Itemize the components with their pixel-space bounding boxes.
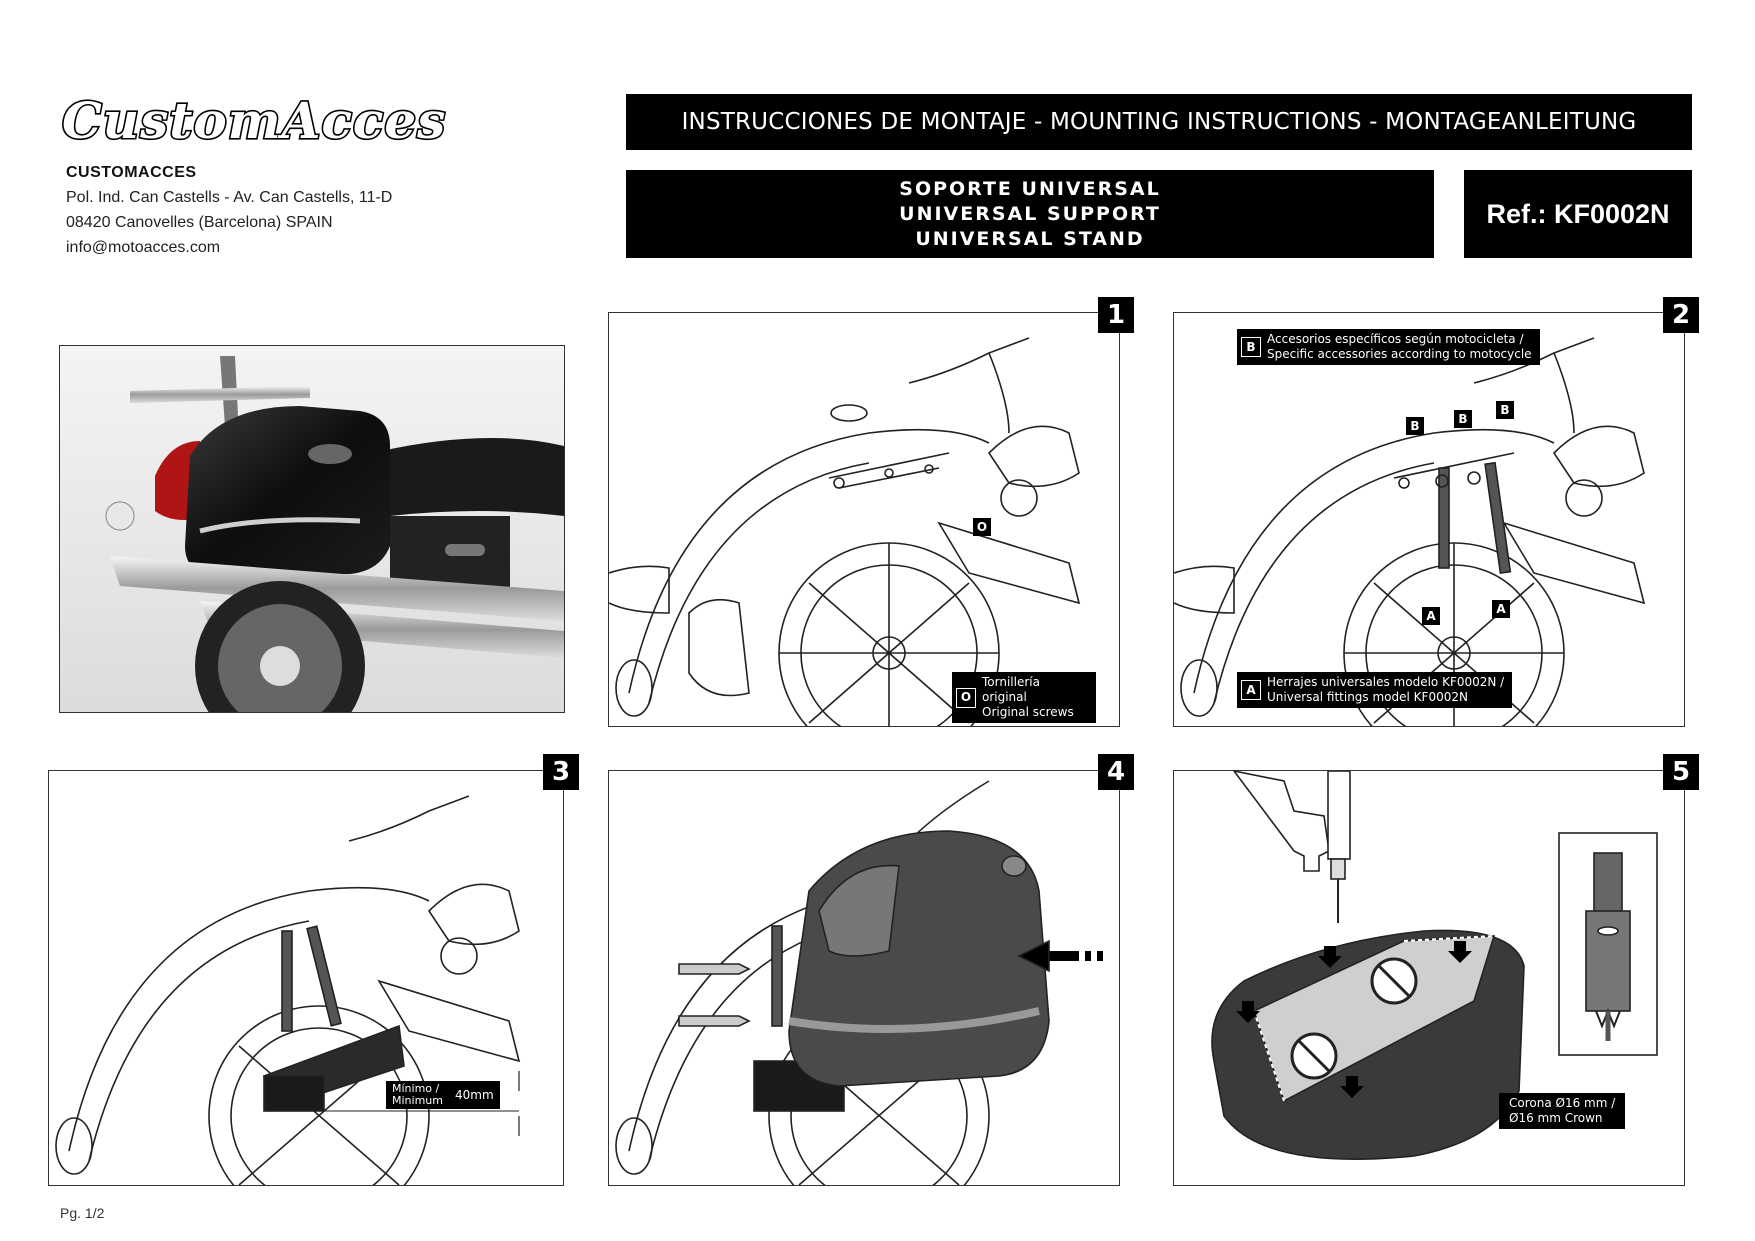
legend-original-screws-es: Tornillería original (982, 675, 1040, 704)
svg-text:CustomAcces: CustomAcces (62, 92, 446, 150)
step-4-number: 4 (1098, 754, 1134, 790)
legend-universal-fittings-es: Herrajes universales modelo KF0002N / (1267, 675, 1505, 689)
minimum-value: 40mm (454, 1088, 494, 1102)
legend-specific-accessories-es: Accesorios específicos según motocicleta… (1267, 332, 1524, 346)
step-1-panel: O O Tornillería original Original screws (608, 312, 1120, 727)
step-2-marker-b-2: B (1454, 410, 1472, 428)
product-name-es: SOPORTE UNIVERSAL (899, 177, 1161, 200)
step-3-illustration (55, 795, 521, 1185)
step-2-number: 2 (1663, 297, 1699, 333)
legend-key-a: A (1241, 680, 1261, 700)
company-info: CUSTOMACCES Pol. Ind. Can Castells - Av.… (66, 160, 392, 260)
step-2-legend-bottom: A Herrajes universales modelo KF0002N / … (1237, 672, 1513, 708)
legend-specific-accessories-en: Specific accessories according to motocy… (1267, 347, 1532, 361)
step-5-crown-label: Corona Ø16 mm / Ø16 mm Crown (1499, 1093, 1626, 1129)
company-name: CUSTOMACCES (66, 164, 197, 181)
step-1-marker-o: O (973, 518, 991, 536)
step-2-marker-b-3: B (1496, 401, 1514, 419)
legend-key-b: B (1241, 337, 1261, 357)
step-2-marker-a-1: A (1422, 607, 1440, 625)
product-name-en: UNIVERSAL SUPPORT (899, 202, 1161, 225)
step-2-panel: B Accesorios específicos según motocicle… (1173, 312, 1685, 727)
crown-label-es: Corona Ø16 mm / (1509, 1096, 1616, 1110)
step-3-number: 3 (543, 754, 579, 790)
step-1-legend: O Tornillería original Original screws (952, 672, 1096, 723)
legend-universal-fittings-en: Universal fittings model KF0002N (1267, 690, 1468, 704)
legend-key-o: O (956, 687, 976, 708)
crown-label-en: Ø16 mm Crown (1509, 1111, 1603, 1125)
company-address-2: 08420 Canovelles (Barcelona) SPAIN (66, 214, 333, 231)
step-5-illustration (1211, 771, 1658, 1160)
product-photo (59, 345, 565, 713)
step-5-panel: Corona Ø16 mm / Ø16 mm Crown (1173, 770, 1685, 1186)
step-4-panel (608, 770, 1120, 1186)
step-3-minimum-label: Mínimo / Minimum 40mm (386, 1081, 500, 1109)
legend-original-screws-en: Original screws (982, 705, 1074, 719)
step-3-panel: Mínimo / Minimum 40mm (48, 770, 564, 1186)
step-2-marker-b-1: B (1406, 417, 1424, 435)
step-2-illustration (1174, 337, 1646, 726)
customacces-logo: CustomAcces CustomAcces (60, 92, 446, 150)
step-4-illustration (615, 780, 1103, 1185)
svg-text:CustomAcces: CustomAcces (62, 92, 446, 150)
product-name-alt: UNIVERSAL STAND (915, 227, 1145, 250)
step-1-illustration (609, 337, 1081, 726)
motorcycle-photo-illustration (60, 346, 564, 712)
minimum-label-es: Mínimo / (392, 1082, 440, 1095)
step-2-legend-top: B Accesorios específicos según motocicle… (1237, 329, 1540, 365)
step-2-marker-a-2: A (1492, 600, 1510, 618)
product-reference: Ref.: KF0002N (1464, 170, 1692, 258)
minimum-label-en: Minimum (392, 1094, 443, 1107)
product-name: SOPORTE UNIVERSAL UNIVERSAL SUPPORT UNIV… (626, 170, 1434, 258)
page-number: Pg. 1/2 (60, 1205, 105, 1221)
company-address-1: Pol. Ind. Can Castells - Av. Can Castell… (66, 189, 393, 206)
step-1-number: 1 (1098, 297, 1134, 333)
company-email: info@motoacces.com (66, 239, 221, 256)
document-title: INSTRUCCIONES DE MONTAJE - MOUNTING INST… (626, 94, 1692, 150)
step-5-number: 5 (1663, 754, 1699, 790)
